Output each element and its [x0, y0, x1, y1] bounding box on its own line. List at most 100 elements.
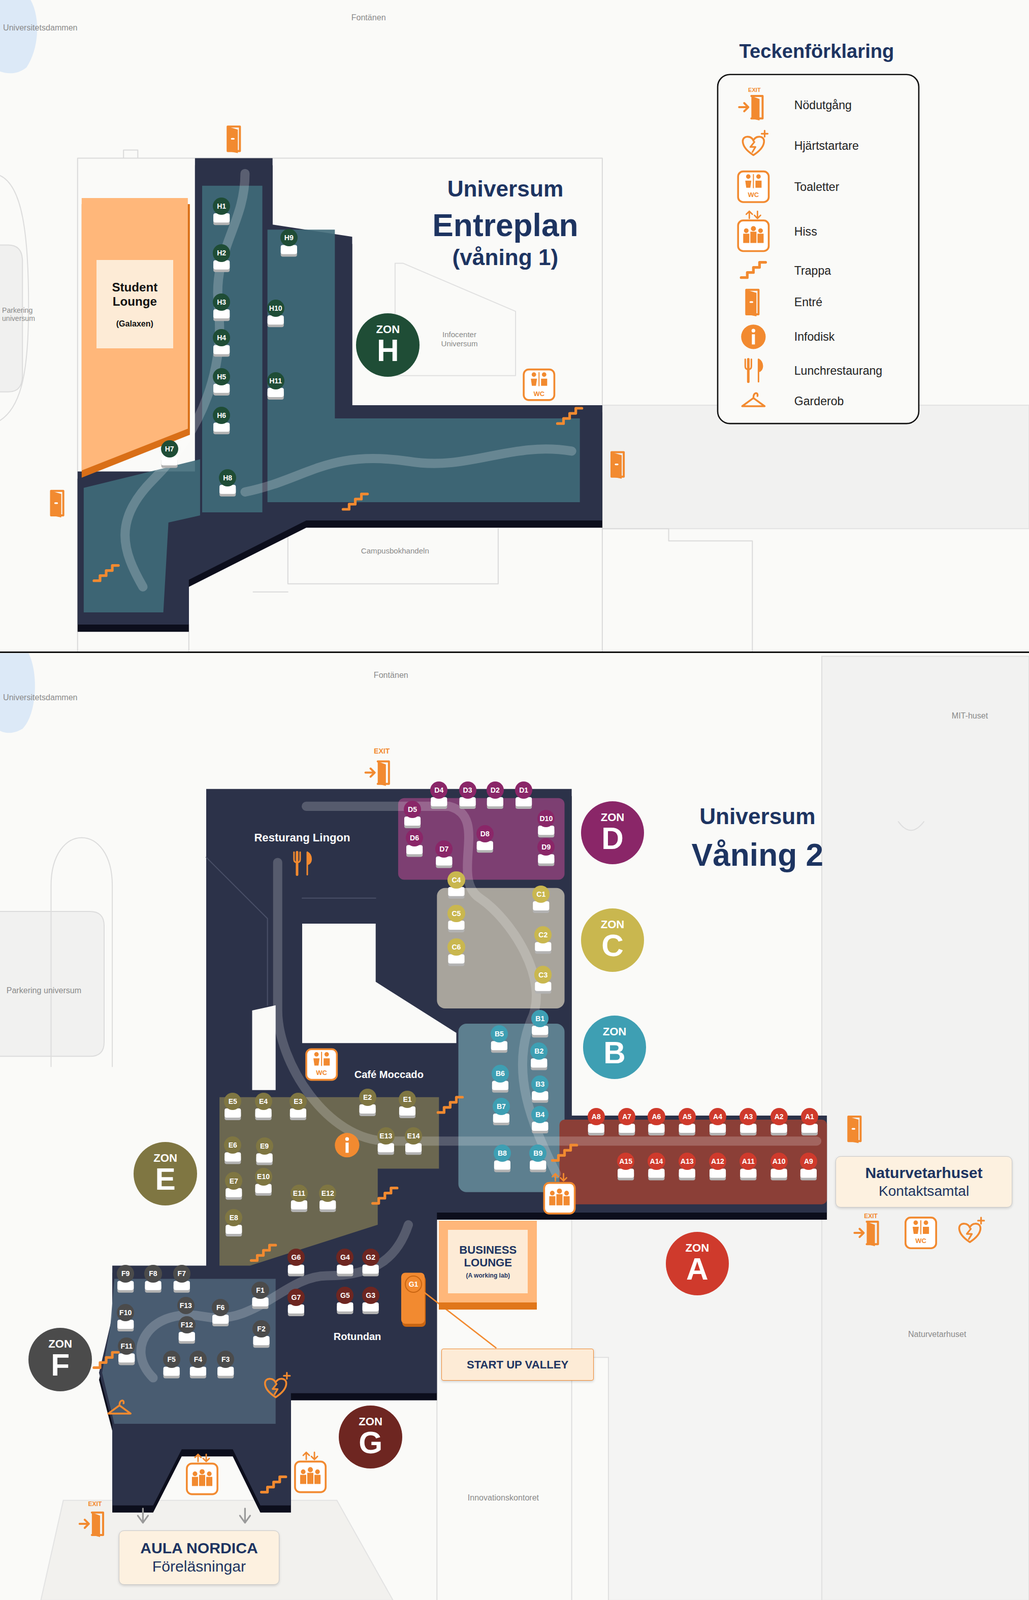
icon-part	[549, 1194, 570, 1206]
elevator-icon	[186, 1454, 218, 1495]
map-label: WC	[315, 1069, 328, 1077]
booth-marker: H6	[212, 406, 231, 425]
node-text: F	[50, 1349, 70, 1381]
map-label: Innovationskontoret	[467, 1492, 539, 1502]
node-text: A	[686, 1253, 709, 1285]
node-text: G5	[340, 1292, 350, 1300]
booth-marker: B2	[530, 1042, 548, 1060]
node-text: B6	[495, 1070, 505, 1078]
node-text: AULA NORDICA	[140, 1539, 259, 1558]
booth-marker: D2	[486, 781, 504, 799]
emergency-exit-icon	[738, 95, 763, 121]
toilet-icon	[523, 369, 555, 401]
booth-table	[709, 1168, 726, 1178]
cloakroom-icon	[742, 393, 765, 407]
floor-area	[77, 158, 603, 626]
node-text: ZON	[600, 919, 625, 931]
node-text: F7	[177, 1270, 186, 1278]
node-text: E5	[228, 1098, 238, 1106]
courtyard	[302, 923, 457, 1044]
node-text: START UP VALLEY	[466, 1358, 569, 1372]
stairs-icon	[552, 1145, 577, 1161]
booth-marker: C1	[532, 885, 550, 904]
icon-part	[741, 324, 766, 349]
map-label: Universitetsdammen	[3, 22, 78, 32]
node-text: H3	[216, 298, 227, 306]
icon-part	[55, 502, 58, 504]
venue-box: BUSINESS LOUNGE(A working lab)	[438, 1220, 537, 1303]
icon-part	[552, 1174, 567, 1182]
icon-part	[295, 852, 299, 875]
node-text: B2	[534, 1047, 544, 1055]
node-text: G6	[291, 1253, 302, 1262]
legend-text: Toaletter	[794, 180, 840, 195]
node-text: B	[603, 1037, 626, 1069]
icon-part	[751, 95, 760, 121]
building-outline	[287, 528, 499, 585]
icon-part	[227, 126, 238, 153]
node-text: Naturvetarhuset	[864, 1164, 983, 1183]
node-text: G	[358, 1427, 383, 1459]
node-text: A12	[711, 1158, 725, 1166]
icon-part	[866, 1222, 875, 1247]
booth-marker: G7	[287, 1289, 305, 1307]
map-label: Café Moccado	[354, 1069, 424, 1081]
building-area	[571, 1212, 822, 1600]
node-text: A8	[591, 1113, 601, 1121]
legend-text: Trappa	[794, 263, 831, 278]
node-text: C	[601, 930, 624, 961]
node-text: H5	[216, 373, 227, 381]
node-text: A5	[682, 1113, 692, 1121]
node-text: H4	[216, 334, 227, 342]
emergency-exit-icon	[79, 1513, 104, 1538]
icon-part	[303, 1452, 318, 1460]
icon-part	[365, 768, 375, 778]
icon-part	[746, 211, 761, 219]
icon-part	[742, 393, 765, 407]
booth-marker: F6	[211, 1299, 230, 1317]
booth-marker: F3	[216, 1351, 235, 1369]
node-text: F4	[194, 1356, 203, 1364]
building-outline	[51, 838, 113, 1068]
icon-part	[306, 1049, 337, 1080]
node-text: D4	[434, 786, 444, 794]
booth-marker: A1	[800, 1108, 819, 1126]
icon-part	[746, 290, 757, 317]
booth-marker: A10	[770, 1152, 788, 1171]
node-text: D5	[407, 806, 417, 814]
stairs-icon	[342, 494, 368, 510]
building-outline	[898, 821, 924, 831]
map-label: MIT-huset	[951, 711, 988, 721]
booth-marker: B1	[531, 1010, 549, 1028]
icon-part	[751, 329, 756, 333]
icon-part	[852, 1128, 855, 1130]
node-text: B3	[535, 1080, 545, 1088]
booth-marker: B9	[529, 1144, 547, 1163]
node-text: F1	[255, 1287, 265, 1295]
booth-marker: C6	[447, 938, 465, 956]
node-text: ZON	[602, 1026, 627, 1038]
booth-marker: D7	[435, 840, 453, 858]
icon-part	[437, 1097, 463, 1113]
icon-part	[543, 1183, 575, 1214]
legend-text: Hiss	[794, 224, 818, 239]
booth-marker: D6	[405, 829, 424, 847]
node-text: H1	[216, 202, 227, 210]
icon-part	[345, 1142, 349, 1153]
node-text: H6	[216, 411, 227, 420]
stairs-icon	[261, 1476, 286, 1493]
defibrillator-icon	[959, 1217, 985, 1243]
booth-marker: G2	[362, 1248, 380, 1267]
icon-part	[93, 1352, 119, 1368]
booth-marker: A9	[799, 1152, 818, 1171]
legend-text: Garderob	[794, 394, 845, 409]
node-text: A7	[622, 1113, 632, 1121]
node-text: C6	[451, 943, 461, 951]
icon-part	[186, 1463, 218, 1495]
icon-part	[959, 1224, 981, 1243]
booth-table	[679, 1168, 696, 1178]
restaurant-icon	[294, 852, 312, 875]
booth-marker: B4	[531, 1106, 549, 1124]
booth-marker: C5	[447, 905, 465, 923]
icon-part	[231, 138, 234, 140]
